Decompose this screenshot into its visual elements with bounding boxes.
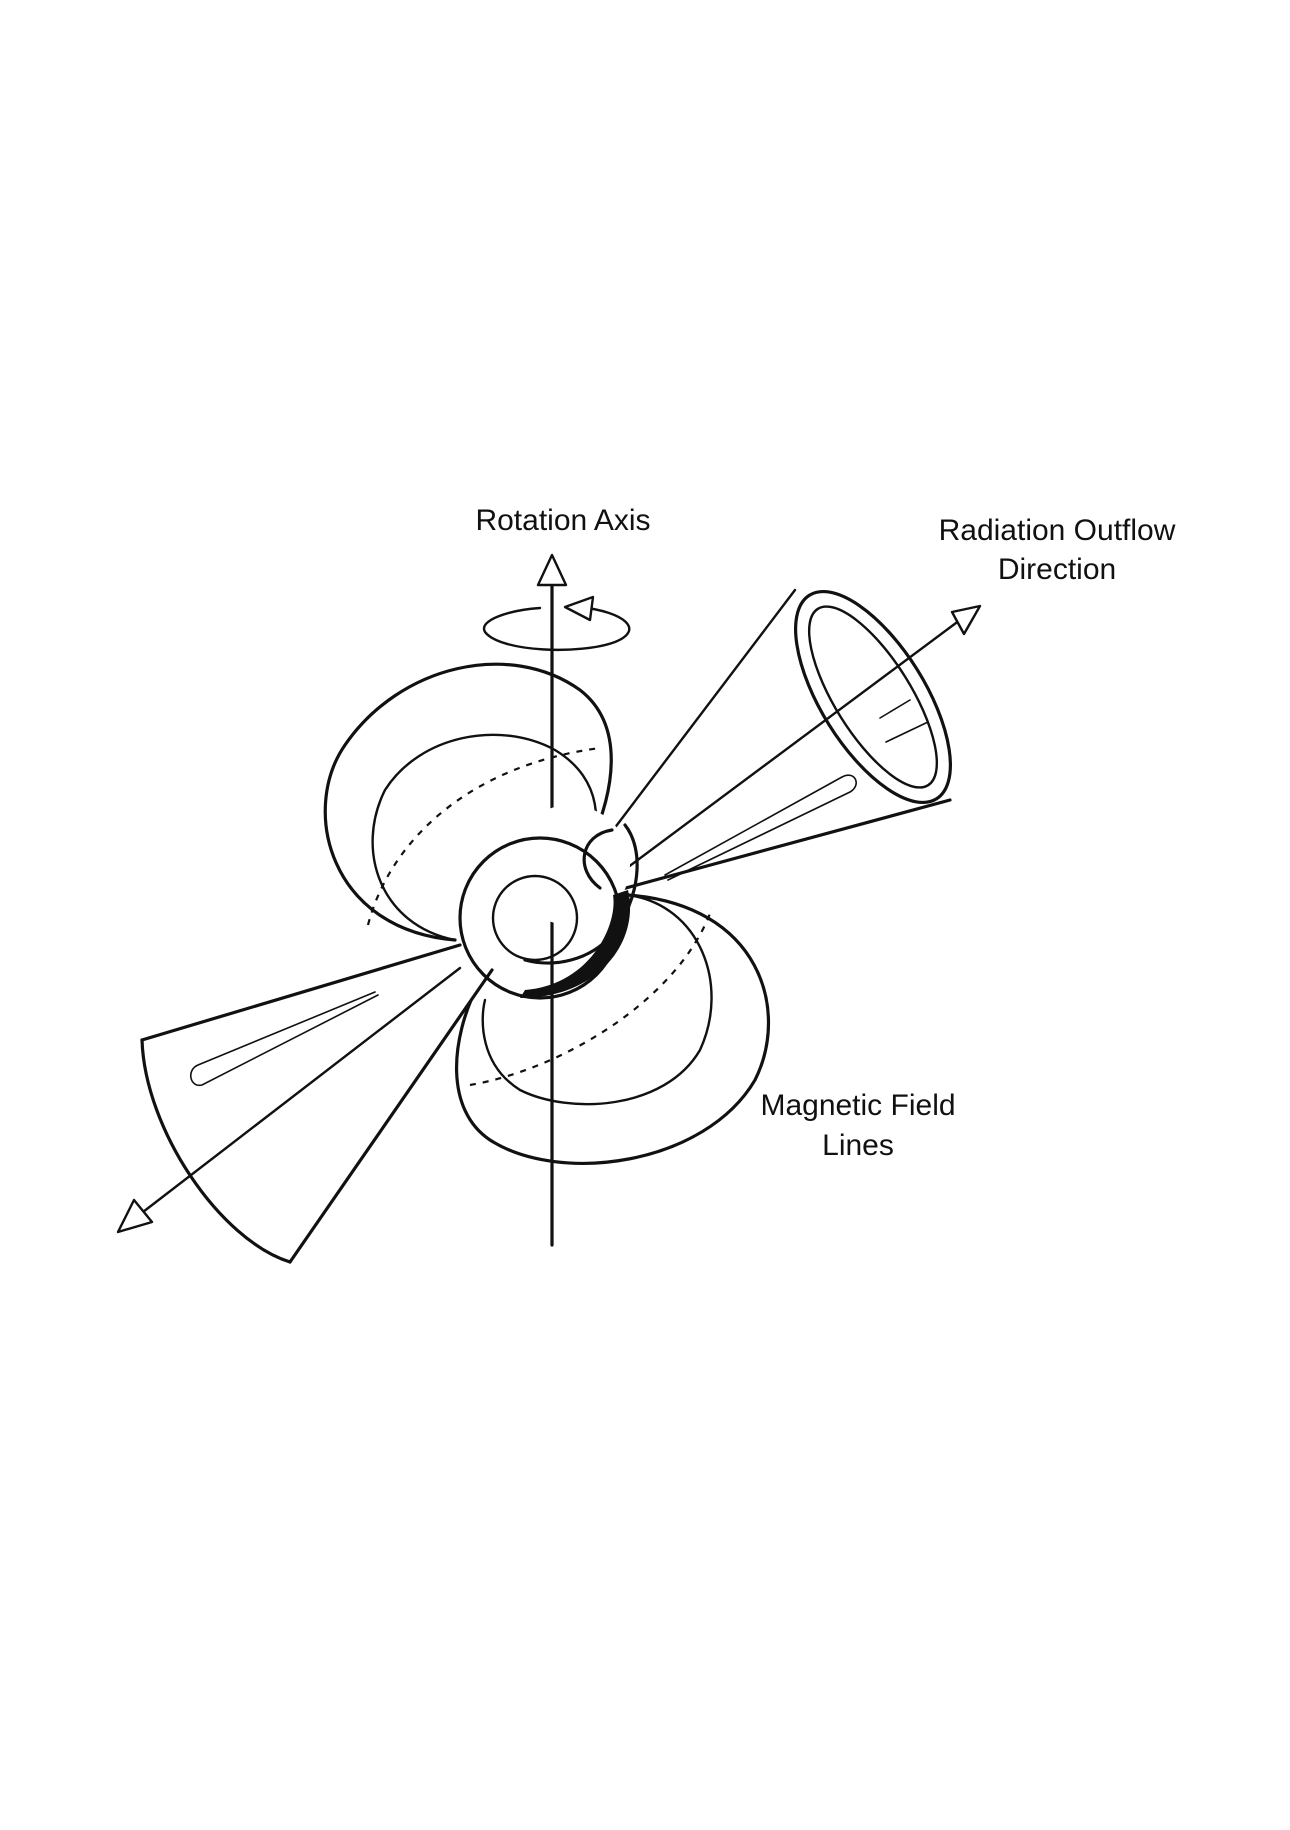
lower-left-outflow-arrowhead bbox=[116, 1198, 154, 1234]
cone-opening-outer bbox=[794, 589, 952, 805]
magnetic-field-label-line2: Lines bbox=[822, 1129, 894, 1162]
magnetic-field-label-line1: Magnetic Field bbox=[760, 1089, 955, 1122]
lower-left-radiation-cone bbox=[116, 943, 494, 1264]
rotation-axis-label: Rotation Axis bbox=[475, 504, 650, 537]
upper-right-radiation-cone bbox=[590, 588, 982, 898]
radiation-outflow-label-line1: Radiation Outflow bbox=[939, 514, 1176, 547]
cone-opening-inner bbox=[807, 605, 939, 789]
lower-magnetic-lobe bbox=[455, 893, 770, 1165]
radiation-outflow-label-line2: Direction bbox=[998, 553, 1116, 586]
lower-left-outflow-axis bbox=[128, 966, 462, 1224]
rotation-direction-icon bbox=[482, 595, 631, 652]
rotation-axis-arrowhead bbox=[536, 553, 568, 587]
star-core bbox=[491, 874, 579, 962]
upper-right-outflow-arrowhead bbox=[950, 604, 982, 636]
neutron-star bbox=[458, 805, 639, 1000]
upper-right-outflow-axis bbox=[598, 618, 962, 890]
